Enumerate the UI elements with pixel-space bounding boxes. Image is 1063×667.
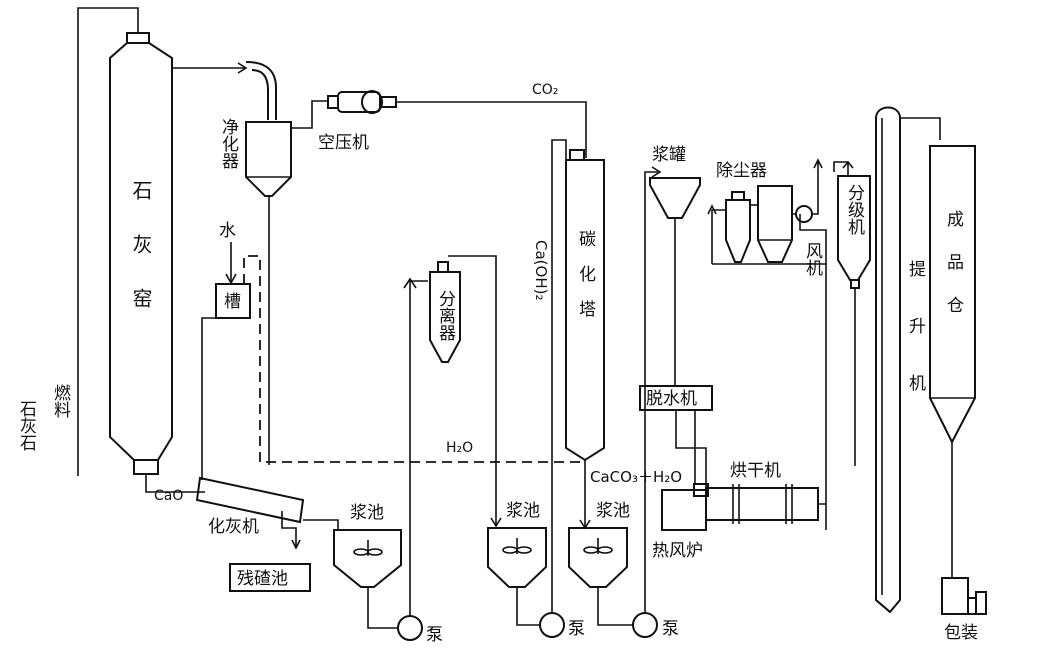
label-cao: CaO	[154, 488, 183, 504]
label-h2o: H₂O	[446, 440, 473, 456]
dewatering-to-dryer	[675, 410, 707, 488]
pump3-to-slurry-tank	[644, 171, 658, 613]
label-carbonation: 碳化塔	[575, 230, 596, 335]
arrow-head	[651, 166, 662, 178]
feed-line	[77, 7, 139, 476]
arrow-head	[403, 277, 417, 289]
label-dryer: 烘干机	[730, 461, 781, 481]
tank-to-slaker	[201, 317, 216, 480]
arrow-head	[490, 517, 502, 528]
label-slurry-pool-2: 浆池	[506, 501, 540, 521]
purifier-inlet-pipe	[245, 61, 277, 120]
hot-air-furnace	[661, 483, 709, 531]
label-kiln: 石灰窑	[129, 180, 153, 342]
slurry-tank	[649, 177, 701, 219]
arrow-head	[707, 204, 717, 215]
fan-outlet-line	[792, 160, 819, 215]
elevator-to-silo	[900, 117, 941, 140]
carbonation-tower	[565, 149, 605, 462]
residue-pit	[229, 563, 311, 592]
label-classifier: 分级机	[844, 184, 865, 235]
purifier-to-compressor	[291, 100, 328, 129]
label-packaging: 包装	[944, 623, 978, 643]
label-limestone: 石灰石	[16, 400, 37, 451]
slurry-pool-3	[568, 527, 628, 588]
caoh2-feed-line	[551, 139, 567, 613]
label-compressor: 空压机	[318, 133, 369, 153]
pool2-to-pump	[516, 587, 540, 626]
label-pump-1: 泵	[426, 625, 443, 645]
separator	[429, 261, 461, 363]
label-elevator: 提升机	[905, 260, 926, 431]
cao-line	[145, 474, 205, 493]
fan	[795, 205, 813, 223]
arrow-head	[813, 158, 823, 169]
arrow-head	[842, 160, 854, 169]
purifier	[245, 121, 292, 197]
slaker	[195, 476, 305, 524]
label-hot-air-furnace: 热风炉	[652, 541, 703, 561]
pump-2	[539, 612, 565, 638]
label-fuel: 燃料	[50, 384, 71, 418]
classifier-feed-line	[833, 161, 849, 176]
compressor	[327, 90, 397, 114]
label-tank: 槽	[224, 292, 241, 312]
label-caoh2: Ca(OH)₂	[532, 240, 550, 300]
label-slurry-pool-1: 浆池	[350, 503, 384, 523]
label-caco3: CaCO₃＋H₂O	[590, 468, 682, 486]
label-residue: 残碴池	[237, 569, 288, 589]
co2-line	[396, 101, 587, 158]
separator-to-pool-2	[448, 255, 497, 526]
slurry-pool-2	[487, 527, 547, 588]
h2o-recycle-line	[243, 255, 583, 463]
label-purifier: 净化器	[218, 118, 239, 169]
bucket-elevator	[875, 106, 901, 614]
label-pump-2: 泵	[568, 619, 585, 639]
label-dust-collector: 除尘器	[716, 161, 767, 181]
label-separator: 分离器	[435, 290, 456, 341]
pool1-to-pump	[367, 587, 398, 629]
slaker-to-residue	[281, 511, 297, 548]
arrow-head	[237, 62, 248, 74]
label-slurry-pool-3: 浆池	[596, 501, 630, 521]
label-pump-3: 泵	[662, 619, 679, 639]
pump1-to-separator	[409, 280, 428, 616]
pool3-to-pump	[597, 587, 633, 626]
label-slaker: 化灰机	[208, 517, 259, 537]
slurry-pool-1	[333, 529, 402, 588]
label-co2: CO₂	[532, 82, 558, 98]
label-fan: 风机	[802, 242, 823, 276]
label-water: 水	[219, 221, 236, 241]
pump-1	[397, 615, 423, 641]
label-slurry-tank: 浆罐	[652, 145, 686, 165]
packaging-unit	[941, 577, 987, 615]
dust-inlet-line	[711, 209, 726, 264]
water-tank	[215, 283, 251, 319]
label-dewatering: 脱水机	[646, 389, 697, 409]
slaker-to-pool-1	[303, 519, 339, 530]
product-silo	[929, 145, 976, 445]
dust-collector	[725, 185, 793, 263]
pump-3	[632, 612, 658, 638]
arrow-head	[291, 539, 301, 550]
label-product-silo: 成品仓	[943, 210, 964, 339]
dryer-exhaust-line	[799, 214, 827, 530]
rotary-dryer	[705, 484, 819, 524]
